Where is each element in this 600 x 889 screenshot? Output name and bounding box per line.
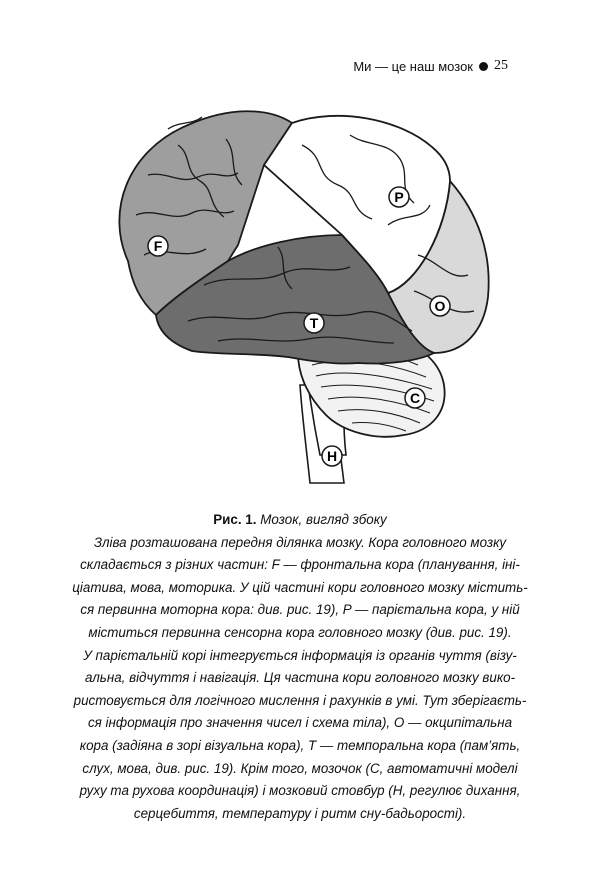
svg-text:C: C — [410, 390, 420, 406]
running-header: Ми — це наш мозок 25 — [353, 58, 508, 74]
caption-line: ціатива, мова, моторика. У цій частині к… — [72, 579, 528, 595]
svg-text:O: O — [435, 298, 446, 314]
caption-line: альна, відчуття і навігація. Ця частина … — [84, 670, 516, 686]
temporal-lobe — [155, 234, 437, 365]
caption-line: ся первинна моторна кора: див. рис. 19),… — [80, 602, 520, 618]
label-frontal: F — [147, 235, 169, 257]
caption-line: міститься первинна сенсорна кора головно… — [88, 624, 512, 640]
label-parietal: P — [388, 186, 410, 208]
brain-illustration: F P T O C H — [118, 110, 490, 484]
brain-figure: F P T O C H — [88, 85, 508, 485]
figure-caption: Рис. 1. Мозок, вигляд збоку Зліва розташ… — [50, 509, 550, 825]
caption-line: ся інформація про значення чисел і схема… — [87, 715, 513, 731]
caption-line: ристовується для логічного мислення і ра… — [73, 692, 527, 708]
svg-text:H: H — [327, 448, 337, 464]
label-brainstem: H — [321, 445, 343, 467]
caption-line: Зліва розташована передня ділянка мозку.… — [93, 534, 507, 550]
caption-figure-number: Рис. 1. — [213, 512, 257, 527]
caption-figure-title: Мозок, вигляд збоку — [260, 512, 387, 527]
caption-line: кора (задіяна в зорі візуальна кора), T … — [79, 737, 521, 753]
caption-line: У парієтальній корі інтегрується інформа… — [83, 647, 517, 663]
caption-heading: Рис. 1. Мозок, вигляд збоку — [50, 509, 550, 532]
page-number: 25 — [494, 58, 508, 73]
brain-sulci — [135, 116, 475, 344]
caption-line: серцебиття, температуру і ритм сну-бадьо… — [133, 805, 467, 821]
caption-line: слух, мова, див. рис. 19). Крім того, мо… — [82, 760, 518, 776]
bullet-dot-icon — [479, 61, 488, 71]
caption-line: руху та рухова координація) і мозковий с… — [79, 783, 521, 799]
running-header-title: Ми — це наш мозок — [353, 58, 473, 74]
label-temporal: T — [303, 312, 325, 334]
label-cerebellum: C — [404, 387, 426, 409]
label-occipital: O — [429, 295, 451, 317]
caption-line: складається з різних частин: F — фронтал… — [80, 557, 520, 573]
svg-text:T: T — [310, 315, 319, 331]
svg-text:P: P — [394, 189, 403, 205]
svg-text:F: F — [154, 238, 163, 254]
